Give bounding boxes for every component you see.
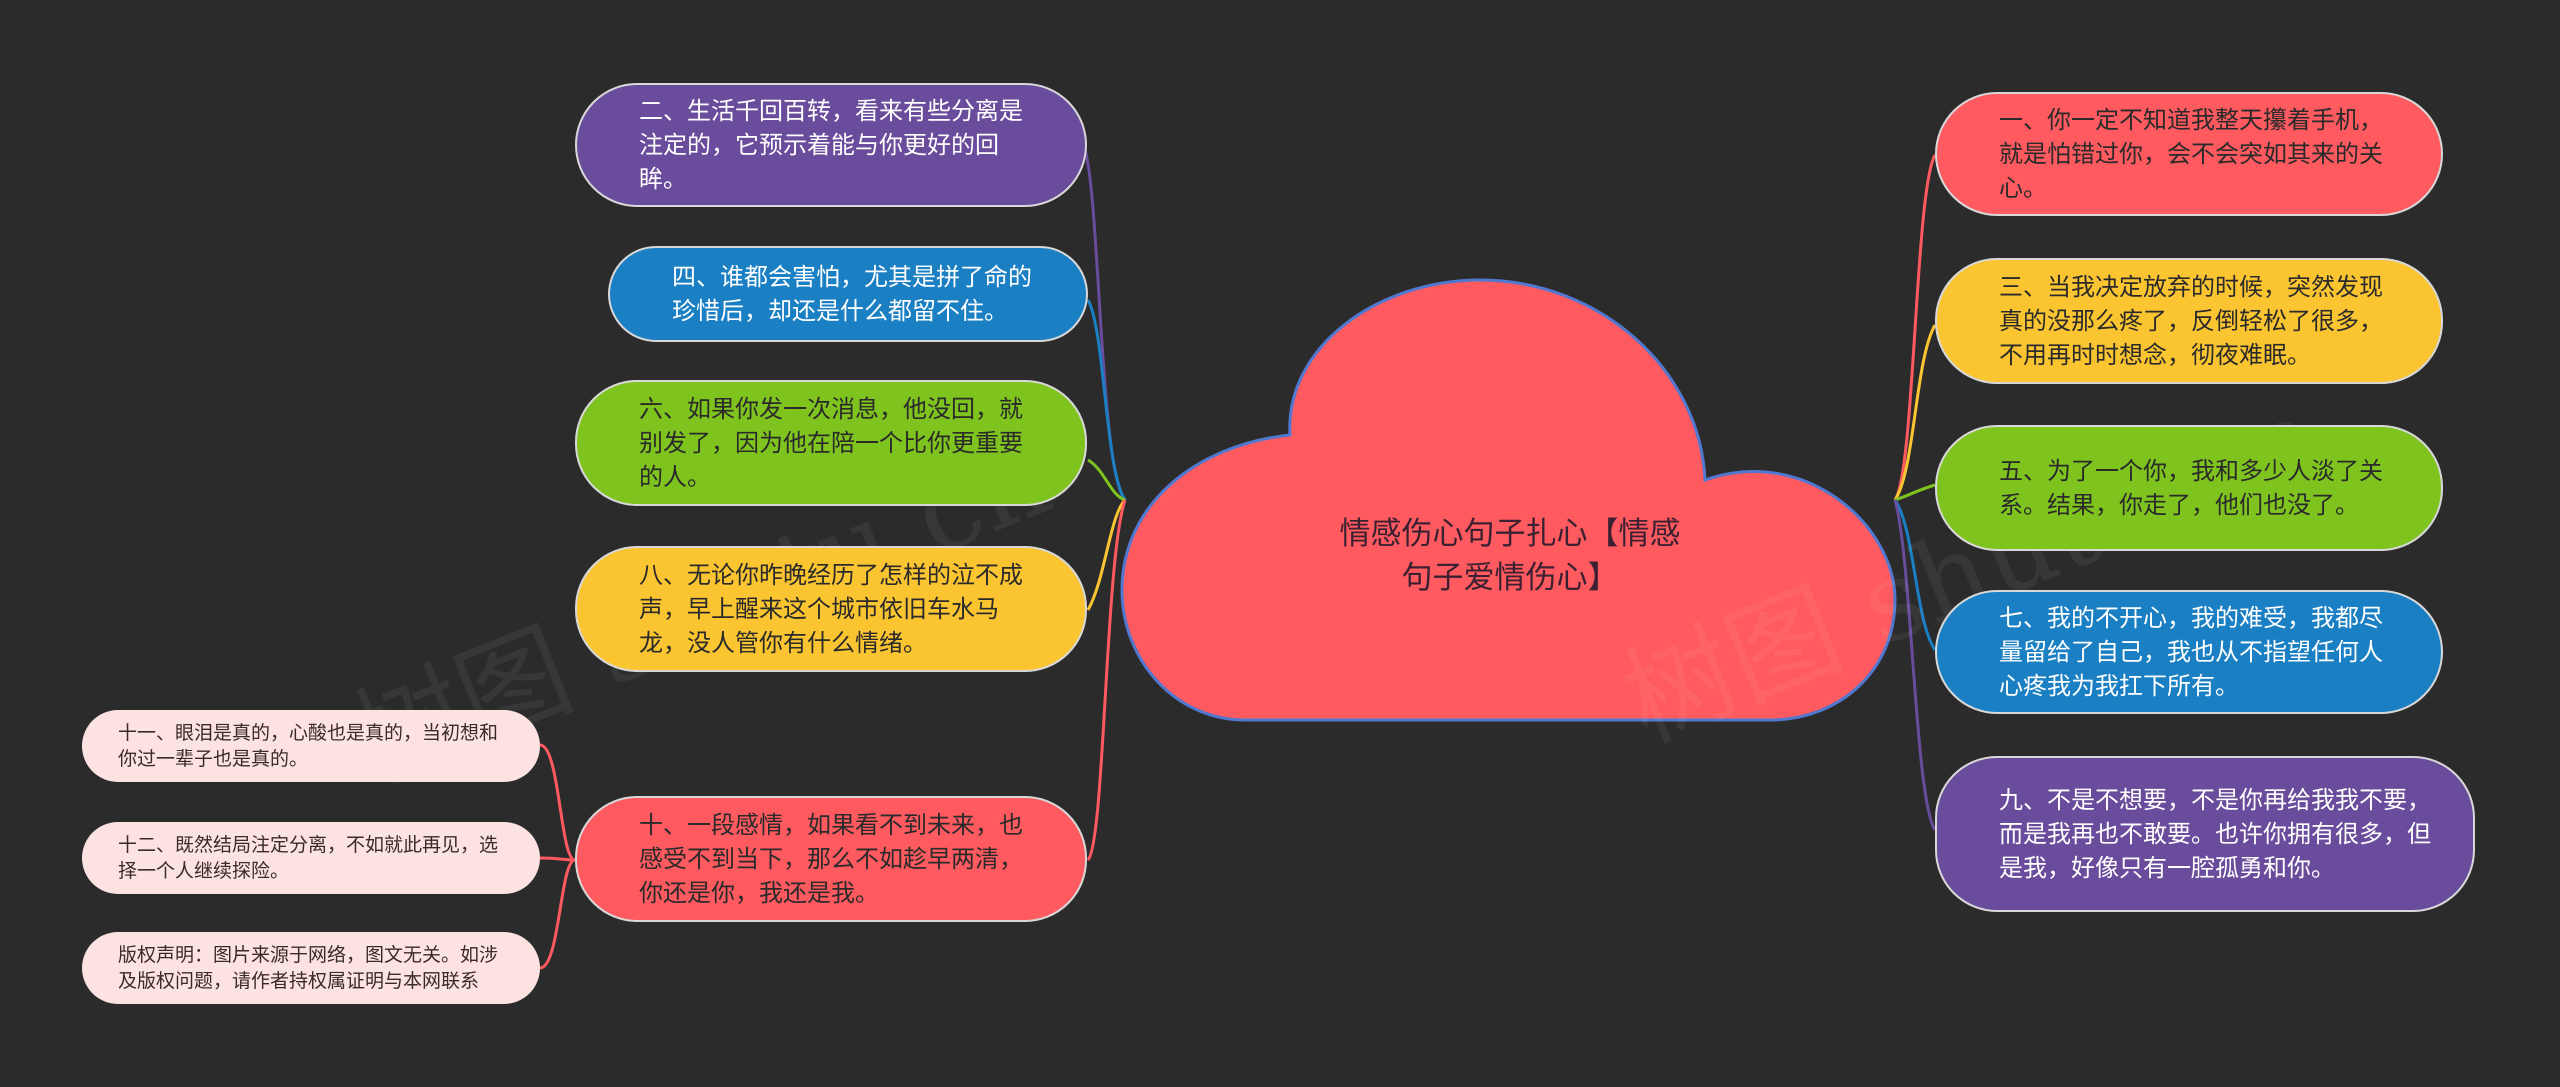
topic-node-text: 四、谁都会害怕，尤其是拼了命的珍惜后，却还是什么都留不住。 bbox=[672, 263, 1032, 325]
topic-node-text: 五、为了一个你，我和多少人淡了关系。结果，你走了，他们也没了。 bbox=[1999, 457, 2383, 519]
center-topic-line2: 句子爱情伤心】 bbox=[1401, 560, 1619, 596]
topic-node-5[interactable]: 五、为了一个你，我和多少人淡了关系。结果，你走了，他们也没了。 bbox=[1935, 425, 2443, 551]
topic-node-text: 二、生活千回百转，看来有些分离是注定的，它预示着能与你更好的回眸。 bbox=[639, 97, 1023, 193]
topic-node-text: 六、如果你发一次消息，他没回，就别发了，因为他在陪一个比你更重要的人。 bbox=[639, 395, 1023, 491]
topic-node-3[interactable]: 三、当我决定放弃的时候，突然发现真的没那么疼了，反倒轻松了很多，不用再时时想念，… bbox=[1935, 258, 2443, 384]
topic-node-2[interactable]: 二、生活千回百转，看来有些分离是注定的，它预示着能与你更好的回眸。 bbox=[575, 83, 1087, 207]
topic-node-text: 九、不是不想要，不是你再给我我不要，而是我再也不敢要。也许你拥有很多，但是我，好… bbox=[1999, 786, 2431, 882]
center-topic[interactable]: 情感伤心句子扎心【情感 句子爱情伤心】 bbox=[1300, 512, 1720, 600]
topic-node-8[interactable]: 八、无论你昨晚经历了怎样的泣不成声，早上醒来这个城市依旧车水马龙，没人管你有什么… bbox=[575, 546, 1087, 672]
copyright-node[interactable]: 版权声明：图片来源于网络，图文无关。如涉及版权问题，请作者持权属证明与本网联系 bbox=[82, 932, 540, 1004]
topic-node-9[interactable]: 九、不是不想要，不是你再给我我不要，而是我再也不敢要。也许你拥有很多，但是我，好… bbox=[1935, 756, 2475, 912]
center-topic-line1: 情感伤心句子扎心【情感 bbox=[1339, 516, 1681, 552]
topic-node-text: 三、当我决定放弃的时候，突然发现真的没那么疼了，反倒轻松了很多，不用再时时想念，… bbox=[1999, 273, 2383, 369]
subtopic-node-text: 十二、既然结局注定分离，不如就此再见，选择一个人继续探险。 bbox=[118, 834, 499, 882]
topic-node-7[interactable]: 七、我的不开心，我的难受，我都尽量留给了自己，我也从不指望任何人心疼我为我扛下所… bbox=[1935, 590, 2443, 714]
topic-node-10[interactable]: 十、一段感情，如果看不到未来，也感受不到当下，那么不如趁早两清，你还是你，我还是… bbox=[575, 796, 1087, 922]
subtopic-node-11[interactable]: 十一、眼泪是真的，心酸也是真的，当初想和你过一辈子也是真的。 bbox=[82, 710, 540, 782]
copyright-text: 版权声明：图片来源于网络，图文无关。如涉及版权问题，请作者持权属证明与本网联系 bbox=[118, 944, 499, 992]
topic-node-text: 十、一段感情，如果看不到未来，也感受不到当下，那么不如趁早两清，你还是你，我还是… bbox=[639, 811, 1023, 907]
topic-node-text: 一、你一定不知道我整天攥着手机，就是怕错过你，会不会突如其来的关心。 bbox=[1999, 106, 2383, 202]
topic-node-text: 七、我的不开心，我的难受，我都尽量留给了自己，我也从不指望任何人心疼我为我扛下所… bbox=[1999, 604, 2383, 700]
topic-node-4[interactable]: 四、谁都会害怕，尤其是拼了命的珍惜后，却还是什么都留不住。 bbox=[608, 246, 1088, 342]
topic-node-1[interactable]: 一、你一定不知道我整天攥着手机，就是怕错过你，会不会突如其来的关心。 bbox=[1935, 92, 2443, 216]
subtopic-node-12[interactable]: 十二、既然结局注定分离，不如就此再见，选择一个人继续探险。 bbox=[82, 822, 540, 894]
topic-node-text: 八、无论你昨晚经历了怎样的泣不成声，早上醒来这个城市依旧车水马龙，没人管你有什么… bbox=[639, 561, 1023, 657]
center-cloud-shape bbox=[1120, 278, 1897, 722]
subtopic-node-text: 十一、眼泪是真的，心酸也是真的，当初想和你过一辈子也是真的。 bbox=[118, 722, 499, 770]
topic-node-6[interactable]: 六、如果你发一次消息，他没回，就别发了，因为他在陪一个比你更重要的人。 bbox=[575, 380, 1087, 506]
